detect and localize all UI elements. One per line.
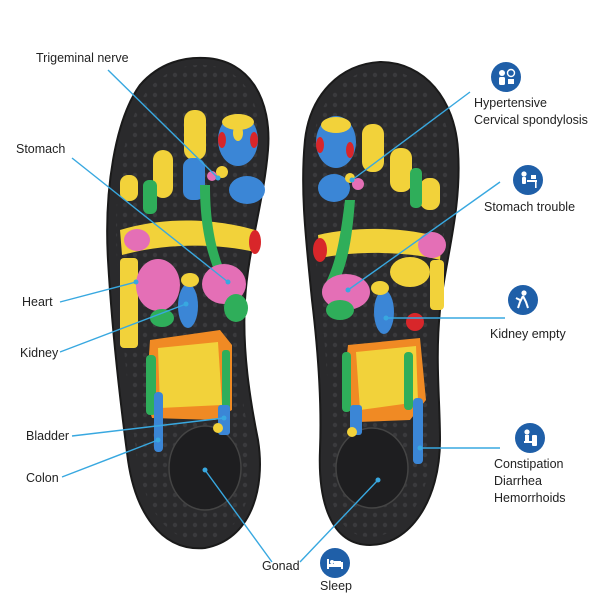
leader-dots: [133, 175, 423, 483]
right-rectum-zone: [413, 398, 423, 464]
bladder-line: [71, 417, 225, 437]
person-in-bed-icon: [320, 548, 350, 578]
person-on-toilet-icon: [515, 423, 545, 453]
right-insole: [302, 60, 460, 547]
right-heel: [335, 427, 409, 509]
label-gonad: Gonad: [262, 559, 300, 573]
label-colon: Colon: [26, 471, 59, 485]
person-at-desk-icon: [513, 165, 543, 195]
label-kidney-empty: Kidney empty: [490, 327, 566, 341]
label-trigeminal-nerve: Trigeminal nerve: [36, 51, 129, 65]
stomach-line: [71, 157, 229, 283]
label-sleep: Sleep: [320, 579, 352, 593]
label-constipation: Constipation: [494, 457, 564, 471]
label-stomach: Stomach: [16, 142, 66, 156]
label-diarrhea: Diarrhea: [494, 474, 542, 488]
left-heart-zone: [136, 259, 180, 311]
left-colon-zone: [154, 392, 163, 452]
label-hemorrhoids: Hemorrhoids: [494, 491, 566, 505]
heart-line: [59, 281, 137, 303]
label-hypertensive: Hypertensive: [474, 96, 547, 110]
label-bladder: Bladder: [26, 429, 70, 443]
gonad-line-left: [204, 469, 273, 563]
left-stomach-zone: [202, 264, 246, 304]
kidney-line: [59, 303, 187, 353]
trigeminal-line: [107, 69, 219, 179]
right-kidney-zone: [374, 290, 394, 334]
left-insole: [106, 56, 270, 550]
gonad-line-right: [299, 479, 379, 563]
label-cervical-spondylosis: Cervical spondylosis: [474, 113, 588, 127]
label-stomach-trouble: Stomach trouble: [484, 200, 576, 214]
leader-lines: [59, 69, 505, 563]
hypertensive-line: [351, 91, 471, 181]
colon-line: [61, 439, 159, 478]
label-heart: Heart: [22, 295, 53, 309]
doctor-blood-pressure-icon: [491, 62, 521, 92]
stomach-trouble-line: [347, 181, 501, 291]
person-back-pain-icon: [508, 285, 538, 315]
label-kidney: Kidney: [20, 346, 59, 360]
left-kidney-zone: [178, 284, 198, 328]
